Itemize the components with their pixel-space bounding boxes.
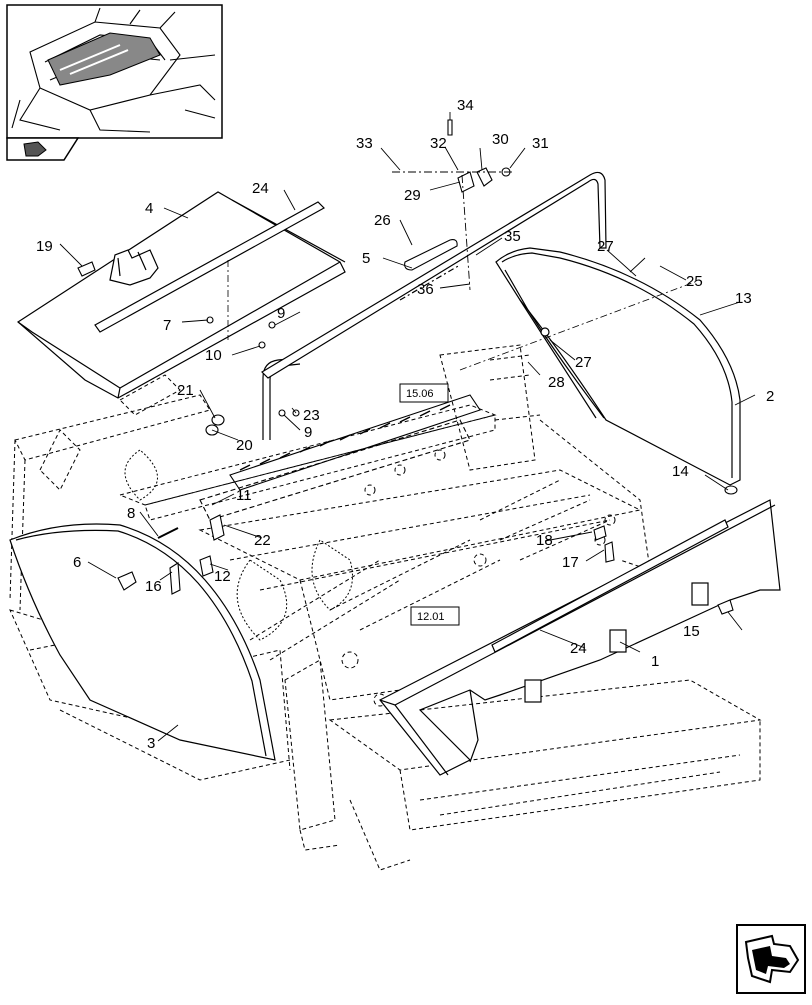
callout-label: 9 xyxy=(277,305,285,322)
callout-label: 32 xyxy=(430,135,447,152)
callout-label: 15 xyxy=(683,623,700,640)
callout-label: 17 xyxy=(562,554,579,571)
callout-label: 27 xyxy=(575,354,592,371)
callout-label: 6 xyxy=(73,554,81,571)
hoop-rod xyxy=(261,171,607,379)
callout-label: 19 xyxy=(36,238,53,255)
chassis-frame xyxy=(9,344,762,871)
callout-label: 13 xyxy=(735,290,752,307)
reference-box-15-06[interactable]: 15.06 xyxy=(399,383,449,403)
drive-chain xyxy=(124,449,353,641)
callout-label: 21 xyxy=(177,382,194,399)
ref-label: 15.06 xyxy=(406,388,434,400)
callout-label: 10 xyxy=(205,347,222,364)
callout-label: 35 xyxy=(504,228,521,245)
lower-right-panel xyxy=(379,499,781,776)
callout-label: 11 xyxy=(236,487,252,504)
reference-box-12-01[interactable]: 12.01 xyxy=(410,606,460,626)
callout-label: 3 xyxy=(147,735,155,752)
callout-label: 31 xyxy=(532,135,549,152)
callout-label: 7 xyxy=(163,317,171,334)
left-curved-shield xyxy=(9,523,276,761)
callout-label: 25 xyxy=(686,273,703,290)
callout-label: 9 xyxy=(304,424,312,441)
center-line xyxy=(459,279,701,371)
callout-label: 24 xyxy=(570,640,587,657)
callout-label: 16 xyxy=(145,578,162,595)
callout-label: 28 xyxy=(548,374,565,391)
right-curved-shield xyxy=(495,247,741,486)
callout-label: 14 xyxy=(672,463,689,480)
machine-overview-thumbnail-icon xyxy=(6,4,223,161)
callout-label: 12 xyxy=(214,568,231,585)
callout-label: 26 xyxy=(374,212,391,229)
ref-label: 12.01 xyxy=(417,611,445,623)
rake-bar xyxy=(199,394,481,521)
callout-label: 2 xyxy=(766,388,774,405)
callout-label: 30 xyxy=(492,131,509,148)
callout-label: 36 xyxy=(417,281,434,298)
callout-label: 1 xyxy=(651,653,659,670)
view-direction-arrow-icon xyxy=(23,141,47,157)
callout-label: 24 xyxy=(252,180,269,197)
callout-labels: 1 2 3 4 5 6 7 8 9 9 10 11 12 13 14 15 16… xyxy=(36,97,774,752)
upper-left-shield xyxy=(17,191,346,399)
callout-label: 23 xyxy=(303,407,320,424)
callout-label: 18 xyxy=(536,532,553,549)
callout-label: 5 xyxy=(362,250,370,267)
callout-label: 33 xyxy=(356,135,373,152)
leader-lines xyxy=(59,112,756,742)
callout-label: 27 xyxy=(597,238,614,255)
callout-label: 4 xyxy=(145,200,153,217)
callout-label: 20 xyxy=(236,437,253,454)
next-page-arrow-icon[interactable] xyxy=(736,924,806,994)
callout-label: 22 xyxy=(254,532,271,549)
callout-label: 8 xyxy=(127,505,135,522)
callout-label: 34 xyxy=(457,97,474,114)
callout-label: 29 xyxy=(404,187,421,204)
